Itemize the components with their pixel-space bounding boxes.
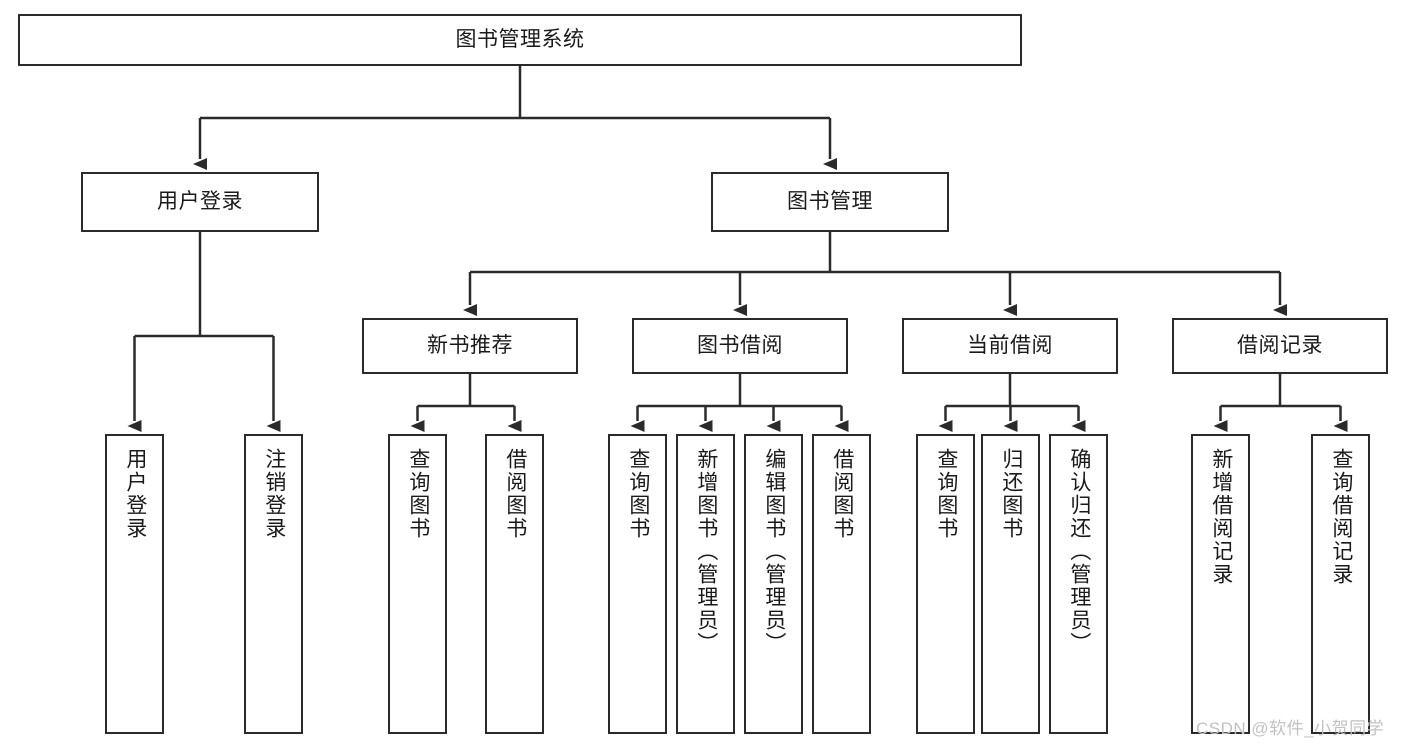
watermark-label: CSDN @软件_小贺同学 — [1196, 719, 1385, 738]
node-label: 用户登录 — [123, 448, 147, 540]
node-leaf-bor-2[interactable]: 新增图书（管理员） — [676, 434, 735, 734]
node-label: 新增借阅记录 — [1209, 448, 1233, 586]
node-leaf-bor-3[interactable]: 编辑图书（管理员） — [744, 434, 803, 734]
node-leaf-rec-1[interactable]: 新增借阅记录 — [1191, 434, 1250, 734]
node-login[interactable]: 用户登录 — [81, 172, 319, 232]
node-label: 归还图书 — [999, 448, 1023, 540]
node-leaf-login-1[interactable]: 用户登录 — [105, 434, 164, 734]
node-leaf-bor-4[interactable]: 借阅图书 — [812, 434, 871, 734]
node-root[interactable]: 图书管理系统 — [18, 14, 1022, 66]
node-label: 查询图书 — [626, 448, 650, 540]
node-leaf-cur-2[interactable]: 归还图书 — [981, 434, 1040, 734]
node-current[interactable]: 当前借阅 — [902, 318, 1118, 374]
node-leaf-rec-2[interactable]: 查询借阅记录 — [1311, 434, 1370, 734]
node-label: 查询借阅记录 — [1329, 448, 1353, 586]
node-bookmgmt[interactable]: 图书管理 — [711, 172, 949, 232]
node-newbook[interactable]: 新书推荐 — [362, 318, 578, 374]
node-leaf-login-2[interactable]: 注销登录 — [244, 434, 303, 734]
node-borrow[interactable]: 图书借阅 — [632, 318, 848, 374]
node-leaf-bor-1[interactable]: 查询图书 — [608, 434, 667, 734]
node-label: 注销登录 — [262, 448, 286, 540]
node-label: 借阅图书 — [503, 448, 527, 540]
node-leaf-new-2[interactable]: 借阅图书 — [485, 434, 544, 734]
node-leaf-cur-1[interactable]: 查询图书 — [916, 434, 975, 734]
node-label: 借阅图书 — [830, 448, 854, 540]
node-records[interactable]: 借阅记录 — [1172, 318, 1388, 374]
node-label: 编辑图书（管理员） — [762, 448, 786, 655]
node-label: 新增图书（管理员） — [694, 448, 718, 655]
node-label: 查询图书 — [406, 448, 430, 540]
node-leaf-cur-3[interactable]: 确认归还（管理员） — [1049, 434, 1108, 734]
node-label: 确认归还（管理员） — [1067, 448, 1091, 655]
node-label: 查询图书 — [934, 448, 958, 540]
node-leaf-new-1[interactable]: 查询图书 — [388, 434, 447, 734]
